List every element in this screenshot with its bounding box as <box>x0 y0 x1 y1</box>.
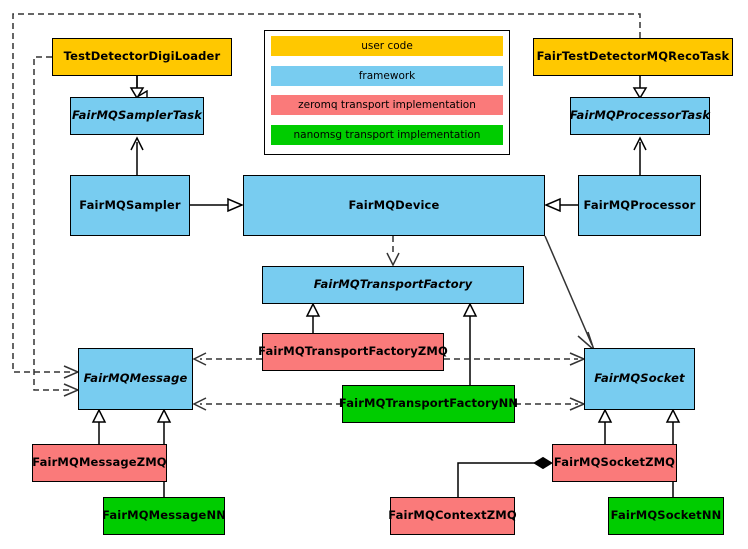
edge-recotask-inherits-processortask <box>632 76 648 100</box>
class-label-fairmq-context-zmq: FairMQContextZMQ <box>388 508 517 523</box>
legend-item-nanomsg: nanomsg transport implementation <box>271 125 503 145</box>
class-node-fair-test-detector-mq-reco-task[interactable]: FairTestDetectorMQRecoTask <box>533 38 733 76</box>
legend-item-zeromq: zeromq transport implementation <box>271 95 503 115</box>
edge-messagezmq-inherits-message <box>91 408 107 444</box>
class-node-fairmq-socket-zmq[interactable]: FairMQSocketZMQ <box>552 444 677 482</box>
class-node-fairmq-processor-task[interactable]: FairMQProcessorTask <box>570 97 710 135</box>
class-node-fairmq-message-nn[interactable]: FairMQMessageNN <box>102 497 226 535</box>
class-label-fair-test-detector-mq-reco-task: FairTestDetectorMQRecoTask <box>536 49 730 64</box>
edge-device-uses-socket <box>544 235 596 353</box>
edge-tfzmq-creates-socket <box>444 352 586 366</box>
edge-socketzmq-composes-contextzmq <box>457 456 553 497</box>
legend-item-user-code: user code <box>271 36 503 56</box>
class-node-test-detector-digi-loader[interactable]: TestDetectorDigiLoader <box>52 38 232 76</box>
class-node-fairmq-device[interactable]: FairMQDevice <box>243 175 545 236</box>
edge-tfzmq-inherits-tf <box>305 302 321 333</box>
edge-device-depends-transportfactory <box>386 236 400 267</box>
edge-processor-inherits-device <box>544 197 578 213</box>
class-label-fairmq-message-zmq: FairMQMessageZMQ <box>32 455 167 470</box>
class-label-fairmq-socket: FairMQSocket <box>594 371 685 386</box>
edge-digiloader-inherits-samplertask <box>129 76 143 98</box>
class-node-fairmq-transport-factory[interactable]: FairMQTransportFactory <box>262 266 524 304</box>
edge-tfnn-creates-socket <box>515 397 586 411</box>
class-node-fairmq-message[interactable]: FairMQMessage <box>78 348 193 410</box>
edge-sampler-inherits-device <box>190 197 244 213</box>
edge-socketzmq-inherits-socket <box>597 408 613 444</box>
edge-tfnn-inherits-tf <box>462 302 478 385</box>
class-label-fairmq-transport-factory-zmq: FairMQTransportFactoryZMQ <box>258 344 448 359</box>
edge-sampler-uses-samplertask <box>130 136 144 175</box>
legend-label-framework: framework <box>358 70 416 82</box>
class-node-fairmq-context-zmq[interactable]: FairMQContextZMQ <box>388 497 517 535</box>
edge-tfzmq-creates-message <box>192 352 262 366</box>
class-node-fairmq-processor[interactable]: FairMQProcessor <box>578 175 701 236</box>
class-node-fairmq-socket-nn[interactable]: FairMQSocketNN <box>608 497 724 535</box>
class-label-fairmq-message-nn: FairMQMessageNN <box>102 508 226 523</box>
edge-processor-uses-processortask <box>633 136 647 175</box>
class-node-fairmq-sampler-task[interactable]: FairMQSamplerTask <box>70 97 204 135</box>
legend-label-user-code: user code <box>361 40 413 52</box>
class-label-fairmq-message: FairMQMessage <box>83 371 188 386</box>
class-label-fairmq-socket-nn: FairMQSocketNN <box>610 508 722 523</box>
class-label-test-detector-digi-loader: TestDetectorDigiLoader <box>63 49 221 64</box>
class-label-fairmq-socket-zmq: FairMQSocketZMQ <box>553 455 676 470</box>
class-label-fairmq-processor: FairMQProcessor <box>583 197 696 212</box>
class-label-fairmq-transport-factory-nn: FairMQTransportFactoryNN <box>338 396 519 411</box>
class-label-fairmq-device: FairMQDevice <box>348 197 440 212</box>
legend-label-zeromq: zeromq transport implementation <box>298 99 476 111</box>
class-node-fairmq-socket[interactable]: FairMQSocket <box>584 348 695 410</box>
edge-tfnn-creates-message <box>192 397 342 411</box>
class-node-fairmq-transport-factory-zmq[interactable]: FairMQTransportFactoryZMQ <box>258 333 448 371</box>
class-node-fairmq-transport-factory-nn[interactable]: FairMQTransportFactoryNN <box>338 385 519 423</box>
class-label-fairmq-transport-factory: FairMQTransportFactory <box>313 277 473 292</box>
class-label-fairmq-sampler-task: FairMQSamplerTask <box>71 108 203 123</box>
class-label-fairmq-processor-task: FairMQProcessorTask <box>569 108 711 123</box>
legend-label-nanomsg: nanomsg transport implementation <box>293 129 481 141</box>
class-node-fairmq-message-zmq[interactable]: FairMQMessageZMQ <box>32 444 167 482</box>
legend-item-framework: framework <box>271 66 503 86</box>
class-node-fairmq-sampler[interactable]: FairMQSampler <box>70 175 190 236</box>
class-label-fairmq-sampler: FairMQSampler <box>79 197 181 212</box>
